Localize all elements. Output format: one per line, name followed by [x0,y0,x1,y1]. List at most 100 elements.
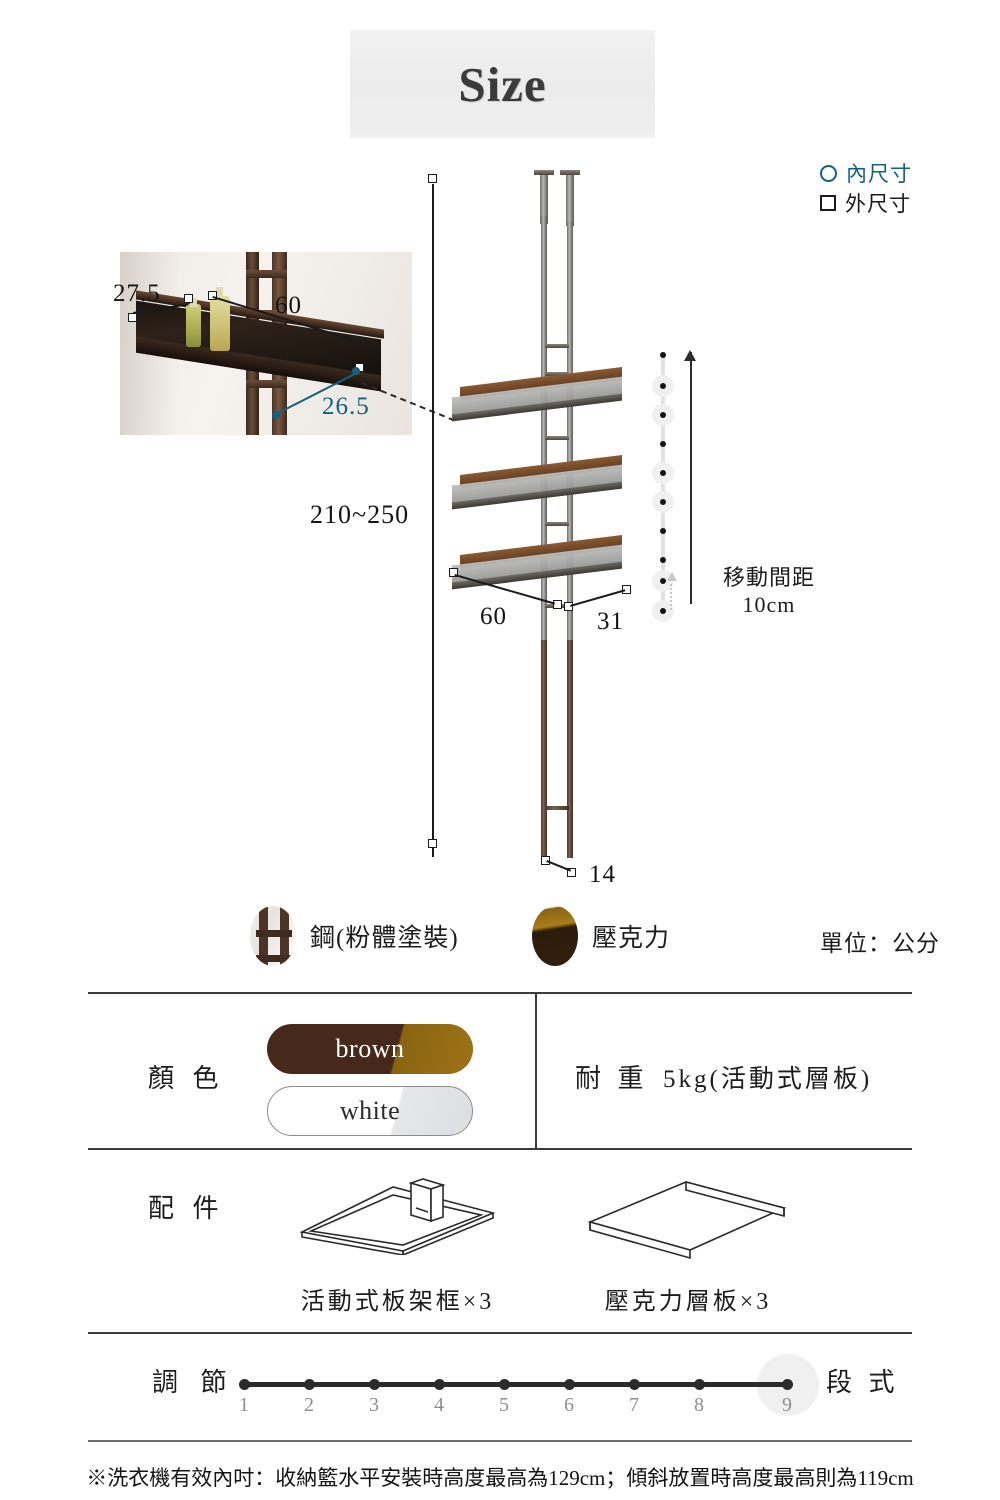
rack-leg-left [541,640,547,858]
material-legend: 鋼(粉體塗裝) 壓克力 [0,900,1000,978]
move-spacing-title: 移動間距 [722,565,815,590]
track-dot [660,441,666,447]
track-dot [660,352,666,358]
shelf-frame-icon [299,1178,496,1255]
adjust-step-dot-1[interactable] [239,1379,250,1390]
shelf-acrylic-panel [452,376,622,420]
rack-shelf-middle [452,455,622,510]
shelf-front-edge [452,393,622,422]
footer-rule [88,1440,912,1442]
legend-item-inner: 內尺寸 [820,158,980,188]
track-dot-halo [652,491,674,513]
table-rule [88,1332,912,1334]
movement-arrow-line [690,352,692,604]
photo-bottle-cap [216,287,223,296]
shelf-wood-rail [460,535,622,568]
dim-label-31: 31 [597,608,624,635]
track-dot [660,557,666,563]
part-caption-frame: 活動式板架框×3 [300,1289,495,1315]
dim-marker-square [428,174,437,183]
legend-item-outer: 外尺寸 [820,188,980,218]
track-dot [660,412,666,418]
adjust-step-num-4: 4 [434,1394,444,1416]
acrylic-swatch-icon [532,906,578,966]
track-dot-halo [652,404,674,426]
adjust-step-dot-5[interactable] [499,1379,510,1390]
circle-icon [820,164,837,182]
color-label-white: white [339,1096,401,1125]
unit-note: 單位：公分 [820,931,940,956]
track-dot [660,470,666,476]
part-caption-board: 壓克力層板×3 [604,1289,772,1315]
track-dot-halo [652,570,674,592]
rack-rung [545,466,569,470]
photo-bottle [186,304,201,347]
adjust-step-dot-6[interactable] [564,1379,575,1390]
row-label-parts: 配 件 [148,1194,225,1223]
shelf-wood-rail [460,455,622,488]
shelf-front-edge [452,561,622,590]
dim-label-height: 210~250 [310,500,410,529]
shelf-wood-rail [460,367,622,400]
track-dot-halo [652,600,674,622]
legend-label-outer: 外尺寸 [845,192,911,216]
photo-rung [246,380,287,388]
product-photo-inset [120,252,412,435]
adjust-step-dot-2[interactable] [304,1379,315,1390]
color-swatch-white[interactable]: white [267,1086,473,1136]
adjust-step-num-5: 5 [499,1394,509,1416]
dim-line [454,574,555,605]
row-label-color: 顏 色 [148,1064,225,1093]
square-icon [820,195,836,211]
dim-line [546,860,572,872]
page-title: Size [458,56,547,112]
dim-marker-square [567,868,576,877]
adjust-step-num-9: 9 [782,1394,792,1416]
rack-rung [545,372,569,376]
rack-top-pole-right [566,172,574,226]
rack-top-cap-right [560,170,580,175]
track-dot [660,383,666,389]
rack-rung [545,604,569,608]
arrow-up-icon [684,350,696,361]
rack-pole-left [541,216,547,646]
dimension-legend: 內尺寸 外尺寸 [820,158,980,218]
dim-marker-square [184,294,193,303]
move-spacing-value: 10cm [742,591,796,617]
dim-marker-square [449,568,458,577]
adjust-step-num-3: 3 [369,1394,379,1416]
adjust-step-num-1: 1 [239,1394,249,1416]
row-label-adjust: 調 節 [152,1368,235,1397]
adjust-step-num-2: 2 [304,1394,314,1416]
rack-top-pole-left [540,172,548,224]
row-label-load: 耐 重 [575,1064,649,1093]
adjust-track [240,1382,790,1387]
shelf-acrylic-panel [452,544,622,588]
color-swatch-brown[interactable]: brown [267,1024,473,1074]
dim-marker-square [428,839,437,848]
adjust-step-dot-7[interactable] [629,1379,640,1390]
adjust-step-dot-8[interactable] [694,1379,705,1390]
rack-rung [545,552,569,556]
track-dot-halo [652,375,674,397]
rack-rung [545,436,569,440]
track-dot [660,499,666,505]
dim-label-26-5: 26.5 [322,393,370,420]
adjust-step-dot-9[interactable] [782,1379,793,1390]
footnote-text: ※洗衣機有效內吋：收納籃水平安裝時高度最高為129cm；傾斜放置時高度最高則為1… [86,1466,914,1490]
track-line [661,352,665,614]
material-label-steel: 鋼(粉體塗裝) [310,925,459,952]
adjust-step-dot-3[interactable] [369,1379,380,1390]
legend-label-inner: 內尺寸 [846,162,912,186]
adjust-step-num-7: 7 [629,1394,639,1416]
rack-shelf-bottom [452,535,622,590]
track-dot [660,578,666,584]
material-acrylic: 壓克力 [532,906,670,966]
photo-bottle [210,296,230,351]
adjust-step-dot-4[interactable] [434,1379,445,1390]
table-divider [535,992,537,1148]
dim-marker-square [564,602,573,611]
arrow-up-ghost-icon [667,572,677,581]
photo-rung [246,270,287,278]
